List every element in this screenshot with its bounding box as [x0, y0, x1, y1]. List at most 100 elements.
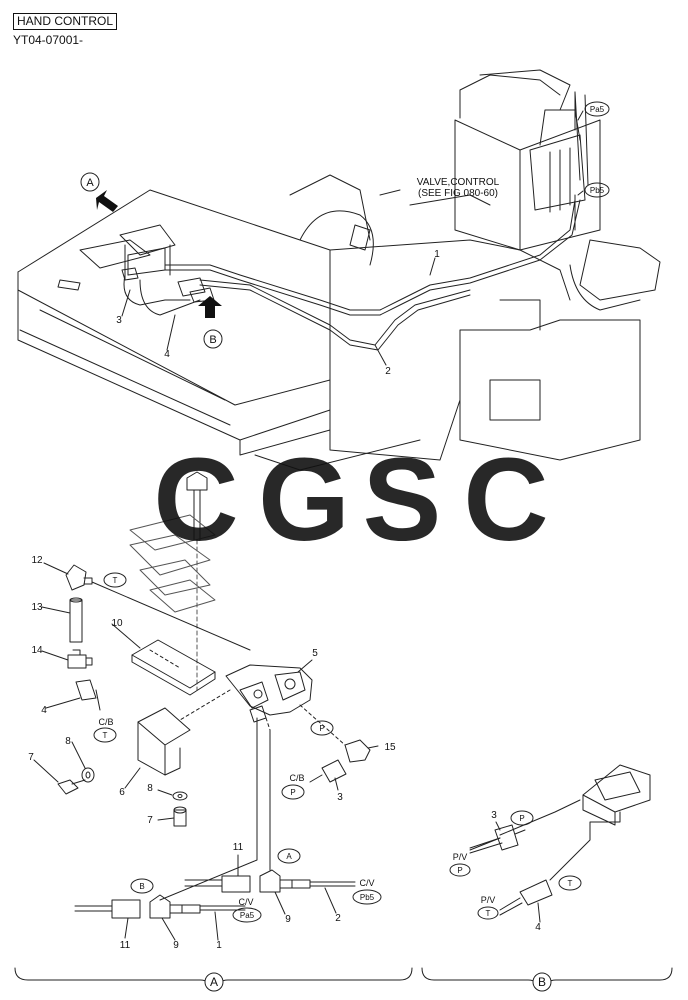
callout-5: 5	[312, 648, 318, 659]
callout-11-a: 11	[233, 842, 244, 853]
control-valve-upper	[289, 69, 661, 461]
arrow-view-b	[198, 296, 222, 318]
tag-pa5-label: Pa5	[590, 105, 605, 114]
tag-t-4-label: T	[103, 731, 108, 740]
callout-4: 4	[41, 705, 47, 716]
callout-8-bottom: 8	[147, 783, 153, 794]
label-cb-4: C/B	[98, 717, 113, 727]
label-pv-p: P/V	[453, 852, 468, 862]
upper-frame-outline	[17, 189, 421, 471]
part-8-washer-left	[71, 741, 95, 783]
upper-leaders	[121, 110, 584, 366]
circle-view-a	[80, 172, 100, 192]
part-4-fitting	[45, 679, 101, 711]
tag-t-detail-b	[558, 875, 582, 891]
detail-b-lines	[469, 764, 651, 923]
tag-pb5	[584, 182, 610, 198]
callout-13: 13	[31, 602, 43, 613]
circle-footer-a	[204, 972, 224, 992]
callout-3: 3	[337, 792, 343, 803]
callout-9-a: 9	[285, 914, 291, 925]
tag-pb5-lower	[352, 889, 382, 905]
footer-label-a: A	[210, 975, 218, 989]
label-cv-pa5: C/V	[238, 897, 253, 907]
tag-t-detail-b-label: T	[568, 879, 573, 888]
callout-9-b: 9	[173, 940, 179, 951]
diagram-title: HAND CONTROL	[13, 13, 118, 30]
tag-t-4	[93, 727, 117, 743]
callout-6: 6	[119, 787, 125, 798]
watermark-letter-g: G	[258, 434, 350, 566]
part-14-tee	[41, 649, 93, 669]
part-3-fitting	[309, 759, 347, 791]
callout-3-detail-b: 3	[491, 810, 497, 821]
label-cv-pb5: C/V	[359, 878, 374, 888]
tag-pb5-label: Pb5	[590, 186, 605, 195]
callout-4-upper: 4	[164, 349, 170, 360]
tag-p-15	[310, 720, 334, 736]
watermark-letter-c1: C	[153, 434, 238, 566]
tag-p-3-label: P	[290, 788, 295, 797]
tag-p-detail-b-label: P	[519, 814, 524, 823]
callout-4-detail-b: 4	[535, 922, 541, 933]
circle-view-b	[203, 329, 223, 349]
tag-pv-t-label: T	[486, 909, 491, 918]
tag-pa5	[584, 101, 610, 117]
tag-p-3	[281, 784, 305, 800]
tag-t-12	[103, 572, 127, 588]
tag-pv-t	[477, 906, 499, 920]
tag-pa5-lower	[232, 907, 262, 923]
note-see-fig: (SEE FIG 080-60)	[418, 188, 498, 199]
part-5-valve	[179, 659, 346, 746]
part-15-fitting	[344, 739, 379, 763]
tag-pv-p-label: P	[457, 866, 462, 875]
callout-14: 14	[31, 645, 43, 656]
tag-detail-b-label: B	[139, 882, 144, 891]
watermark-letter-s: S	[363, 434, 442, 566]
callout-12: 12	[31, 555, 43, 566]
callout-7-bottom: 7	[147, 815, 153, 826]
callout-15: 15	[384, 742, 396, 753]
footer-label-b: B	[538, 975, 546, 989]
callout-3-upper: 3	[116, 315, 122, 326]
arrow-view-a	[96, 190, 118, 212]
callout-7-left: 7	[28, 752, 34, 763]
callout-2-a: 2	[335, 913, 341, 924]
diagram-code: YT04-07001-	[13, 33, 84, 47]
detail-a-lines	[74, 717, 356, 941]
label-pv-t: P/V	[481, 895, 496, 905]
view-a-marker: A	[86, 177, 94, 189]
part-13-spacer	[41, 597, 83, 643]
tag-p-15-label: P	[319, 724, 324, 733]
part-10-bracket	[111, 623, 216, 696]
tag-pb5-lower-label: Pb5	[360, 893, 375, 902]
hand-control-upper	[119, 224, 215, 303]
part-12-elbow	[43, 562, 251, 651]
tag-t-12-label: T	[113, 576, 118, 585]
watermark-letter-c2: C	[463, 434, 548, 566]
view-b-marker: B	[209, 334, 216, 346]
tag-detail-a-label: A	[286, 852, 292, 861]
callout-8-left: 8	[65, 736, 71, 747]
tag-pa5-lower-label: Pa5	[240, 911, 255, 920]
tag-p-detail-b	[510, 810, 534, 826]
callout-11-b: 11	[120, 940, 131, 951]
lever-cover	[129, 514, 216, 691]
callout-1-a: 1	[216, 940, 222, 951]
tag-detail-a	[277, 848, 301, 864]
circle-footer-b	[532, 972, 552, 992]
part-7-bolt-left	[33, 759, 86, 795]
part-8-washer-bottom	[157, 789, 188, 801]
callout-1-upper: 1	[434, 249, 440, 260]
tag-pv-p	[449, 863, 471, 877]
hose-lines-upper	[123, 91, 589, 351]
watermark: C G S C	[153, 434, 548, 566]
callout-10: 10	[111, 618, 123, 629]
part-7-bolt-bottom	[157, 806, 187, 827]
note-valve-control: VALVE,CONTROL	[417, 177, 500, 188]
label-cb-3: C/B	[289, 773, 304, 783]
part-6-bracket	[124, 707, 191, 789]
bolt-top	[186, 471, 208, 541]
callout-2-upper: 2	[385, 366, 391, 377]
